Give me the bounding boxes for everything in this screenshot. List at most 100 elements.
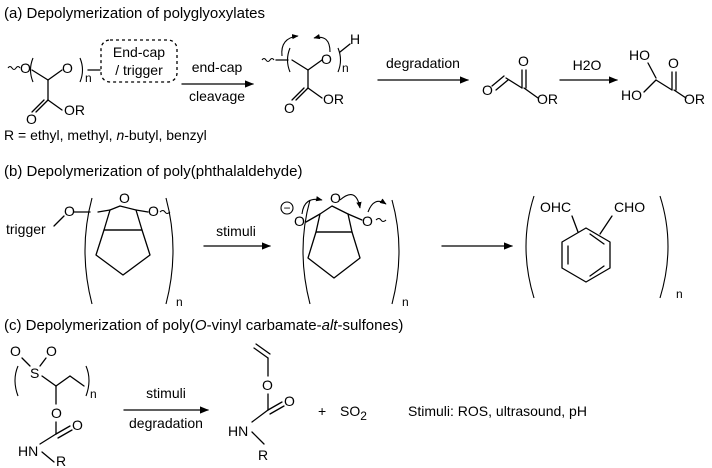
polyglyoxylate-structure: O O n O OR <box>7 57 101 127</box>
bond <box>255 343 271 355</box>
bond <box>97 209 111 213</box>
bond <box>491 75 505 87</box>
curved-arrow-icon <box>313 34 331 53</box>
atom-or: OR <box>684 91 705 107</box>
atom-o: O <box>482 82 493 98</box>
arrow-c-top-label: stimuli <box>146 385 186 401</box>
bond <box>39 433 57 445</box>
subscript-n: n <box>176 295 183 309</box>
bond <box>295 87 309 101</box>
atom-ho: HO <box>629 47 650 63</box>
bond <box>523 87 539 99</box>
bond <box>39 357 47 367</box>
bond <box>291 59 309 71</box>
bond <box>55 425 71 435</box>
bond <box>41 375 57 387</box>
benzene-ring-icon <box>561 227 611 283</box>
paren-left-icon <box>302 199 311 305</box>
benzene-ring-icon <box>95 229 151 276</box>
atom-o: O <box>284 100 295 116</box>
atom-hn: HN <box>228 423 248 439</box>
trigger-label: trigger <box>6 221 46 237</box>
paren-right-icon <box>391 199 400 305</box>
wavy-bond-icon <box>7 65 21 71</box>
bond <box>647 62 657 79</box>
panel-b: (b) Depolymerization of poly(phthalaldeh… <box>4 163 683 309</box>
poly-phthalaldehyde-structure: trigger O O O n <box>6 190 183 309</box>
atom-o: O <box>294 213 305 229</box>
furan-ring-icon <box>315 205 353 233</box>
bond <box>267 401 283 411</box>
atom-o: O <box>148 203 159 219</box>
subscript-n: n <box>85 71 92 85</box>
stimuli-note: Stimuli: ROS, ultrasound, pH <box>408 403 587 419</box>
hydrate-product: HO HO O OR <box>621 47 705 107</box>
alkoxide-intermediate: − O O O n <box>280 190 409 309</box>
atom-or: OR <box>64 102 85 118</box>
bracket-left-icon <box>14 365 19 397</box>
bond <box>47 69 63 81</box>
so2-product: SO2 <box>340 403 367 423</box>
curved-arrow-icon <box>281 34 299 57</box>
atom-o: O <box>119 190 130 206</box>
negative-charge-icon <box>280 201 294 215</box>
atom-o: O <box>362 213 373 229</box>
atom-cho: CHO <box>614 199 645 215</box>
panel-c-heading: (c) Depolymerization of poly(O-vinyl car… <box>4 317 403 334</box>
atom-o: O <box>26 111 37 127</box>
atom-r: R <box>258 447 268 463</box>
atom-o: O <box>262 377 273 393</box>
bond <box>307 87 323 99</box>
bond <box>41 451 55 463</box>
atom-ho: HO <box>621 87 642 103</box>
paren-left-icon <box>525 195 535 299</box>
bond <box>291 87 305 101</box>
curved-arrow-icon <box>339 194 362 209</box>
bond <box>307 59 323 71</box>
vinyl-carbamate-product: O O HN R <box>228 343 295 463</box>
bracket-left-icon <box>286 47 291 73</box>
wavy-bond-icon <box>159 209 171 215</box>
bond <box>69 375 85 387</box>
panel-a-heading: (a) Depolymerization of polyglyoxylates <box>4 5 265 22</box>
bond <box>589 265 605 277</box>
subscript-n: n <box>90 387 97 401</box>
subscript-n: n <box>676 287 683 301</box>
subscript-n: n <box>402 295 409 309</box>
bond <box>339 43 351 53</box>
arrow-1-top-label: end-cap <box>192 59 243 75</box>
bracket-right-icon <box>79 57 84 83</box>
atom-r: R <box>56 453 66 468</box>
benzene-ring-icon <box>307 231 361 279</box>
poly-sulfone-structure: O O S n O O HN R <box>10 343 97 468</box>
atom-o: O <box>46 343 57 359</box>
bond <box>305 213 321 223</box>
bond <box>53 215 65 227</box>
arrow-2-top-label: degradation <box>386 55 460 71</box>
wavy-bond-icon <box>261 57 275 63</box>
bracket-right-icon <box>337 47 342 73</box>
atom-o: O <box>20 60 31 76</box>
paren-left-icon <box>84 197 93 305</box>
subscript-n: n <box>342 61 349 75</box>
bond <box>655 79 673 91</box>
atom-o: O <box>668 55 679 71</box>
bond <box>135 209 149 213</box>
atom-or: OR <box>537 91 558 107</box>
bond <box>57 429 73 439</box>
bond <box>571 215 579 233</box>
bond <box>599 215 613 235</box>
bond <box>505 77 523 89</box>
plus-sign: + <box>318 403 326 419</box>
paren-right-icon <box>165 197 174 305</box>
bond <box>31 99 45 113</box>
endcap-trigger-box <box>100 39 178 83</box>
atom-o: O <box>284 393 295 409</box>
paren-right-icon <box>659 195 669 299</box>
bond <box>251 431 265 445</box>
atom-o: O <box>10 343 21 359</box>
arrow-c-bottom-label: degradation <box>129 415 203 431</box>
arrow-1-bottom-label: cleavage <box>189 88 245 104</box>
r-group-note: R = ethyl, methyl, n-butyl, benzyl <box>4 127 207 143</box>
